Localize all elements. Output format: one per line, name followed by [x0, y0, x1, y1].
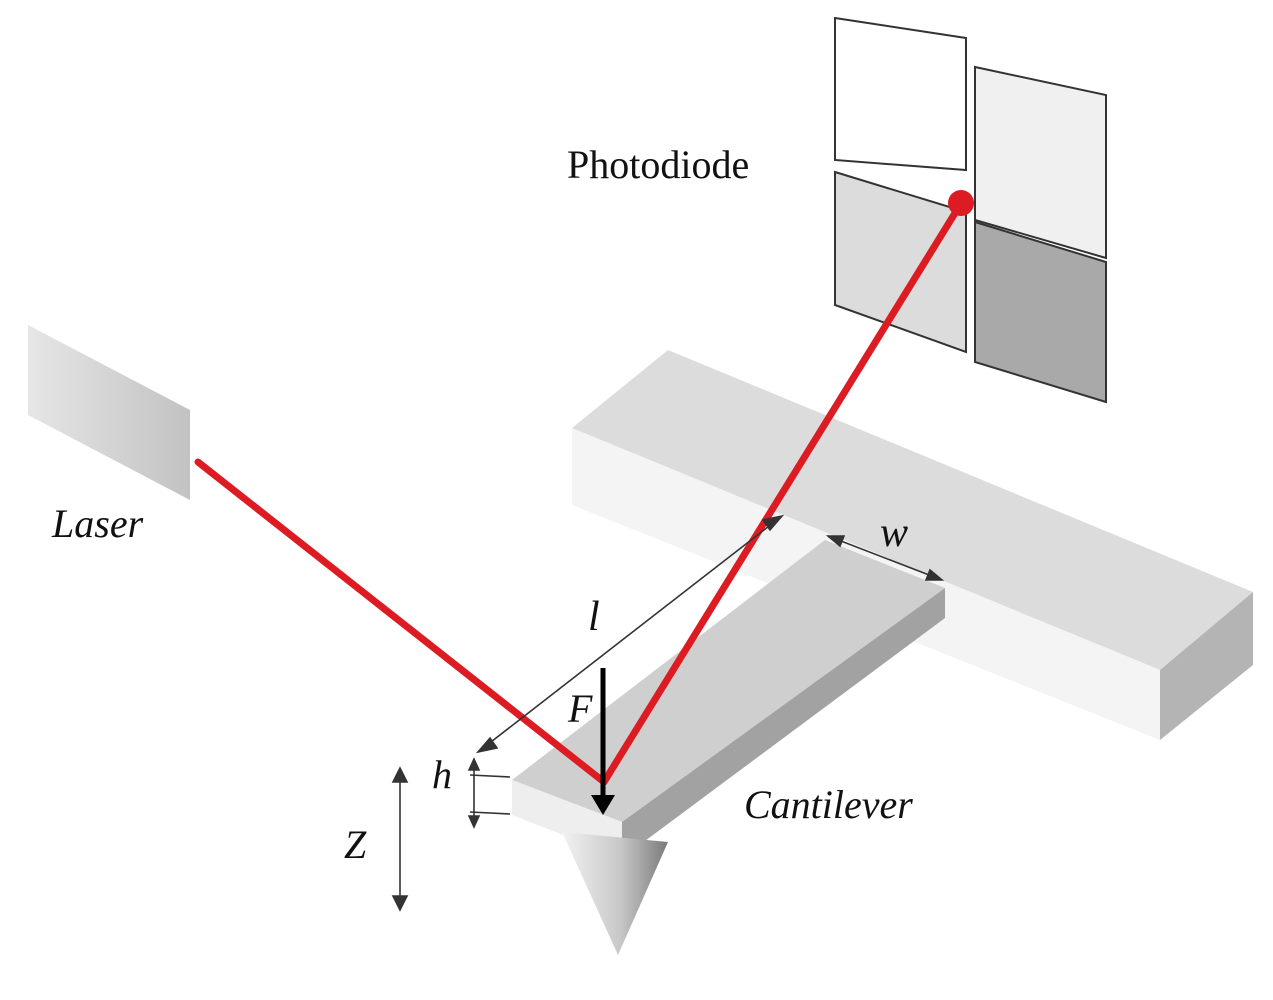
length-label: l	[588, 594, 600, 640]
chip-top-face	[572, 350, 1253, 670]
photodiode-quadrant-top-left	[834, 16, 967, 172]
cantilever-tip	[562, 832, 668, 955]
force-arrow	[591, 668, 615, 815]
arm-side-face	[622, 588, 945, 858]
reflected-beam	[600, 201, 964, 786]
width-dimension	[825, 535, 945, 581]
force-label: F	[567, 686, 593, 731]
cantilever-label: Cantilever	[744, 782, 913, 827]
photodiode-quadrant-bottom-right	[974, 220, 1107, 404]
laser-source	[28, 325, 190, 500]
laser-label: Laser	[51, 501, 144, 546]
z-dimension	[391, 766, 409, 912]
thickness-label: h	[432, 752, 452, 797]
photodiode-quadrant-top-right	[974, 65, 1107, 260]
thickness-dimension	[467, 757, 511, 829]
length-dimension	[475, 514, 785, 754]
z-label: Z	[344, 822, 367, 867]
width-label: w	[880, 510, 908, 556]
laser-beam	[194, 201, 964, 786]
incident-beam	[194, 458, 608, 786]
photodiode-label: Photodiode	[567, 142, 749, 187]
photodiode-quadrant-bottom-left	[834, 170, 967, 354]
photodiode-detector	[834, 16, 1107, 404]
chip-end-face	[1160, 592, 1253, 740]
laser-spot	[948, 190, 974, 216]
